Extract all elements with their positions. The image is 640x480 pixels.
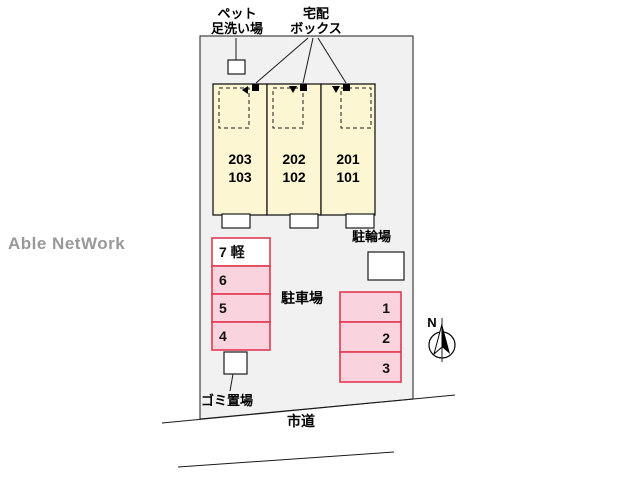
road-edge-line bbox=[161, 394, 456, 424]
delivery-box-marker bbox=[300, 84, 307, 91]
watermark: Able NetWork bbox=[8, 234, 125, 253]
road-edge-line bbox=[177, 451, 395, 468]
bicycle-parking-label: 駐輪場 bbox=[352, 229, 391, 244]
parking-space bbox=[211, 237, 271, 267]
delivery-box-label-line1: 宅配 bbox=[303, 6, 329, 21]
leader-line bbox=[229, 373, 234, 392]
delivery-box-marker bbox=[343, 84, 350, 91]
building-unit bbox=[212, 83, 268, 216]
leader-line bbox=[317, 37, 347, 84]
pet-wash-label-line2: 足洗い場 bbox=[211, 21, 263, 36]
delivery-box-annotation: 宅配 ボックス bbox=[255, 6, 347, 84]
bicycle-parking-box bbox=[367, 251, 405, 281]
building-unit bbox=[320, 83, 376, 216]
unit-number-lower: 101 bbox=[336, 169, 360, 185]
bicycle-parking: 駐輪場 bbox=[352, 229, 405, 281]
building-block: 203 103 202 102 201 101 bbox=[212, 83, 376, 229]
garbage-box bbox=[223, 351, 248, 375]
parking-space-label: 1 bbox=[382, 300, 390, 316]
parking-right-column: 1 2 3 bbox=[339, 291, 402, 383]
delivery-box-label-line2: ボックス bbox=[290, 21, 342, 36]
entrance-porch bbox=[221, 213, 251, 229]
road: 市道 bbox=[161, 394, 456, 468]
parking-space bbox=[339, 291, 402, 323]
parking-space bbox=[339, 321, 402, 353]
building-unit bbox=[266, 83, 322, 216]
arrow-left-icon bbox=[242, 86, 248, 94]
parking-left-column: 7 軽 6 5 4 bbox=[211, 237, 271, 351]
parking-space-label: 2 bbox=[382, 330, 390, 346]
compass-needle-dark bbox=[442, 324, 450, 354]
parking-space bbox=[211, 321, 271, 351]
parking-space-label: 5 bbox=[219, 300, 227, 316]
unit-balcony-outline bbox=[272, 87, 304, 129]
pet-wash-label-line1: ペット bbox=[217, 6, 256, 21]
unit-balcony-outline bbox=[218, 87, 250, 129]
parking-space-label: 6 bbox=[219, 272, 227, 288]
leader-line bbox=[255, 37, 309, 84]
garbage-label: ゴミ置場 bbox=[201, 393, 253, 408]
parking-space-label: 7 軽 bbox=[219, 244, 246, 260]
arrow-down-icon bbox=[289, 86, 297, 93]
entrance-porch bbox=[289, 213, 319, 229]
delivery-box-marker bbox=[252, 84, 259, 91]
arrow-down-icon bbox=[332, 86, 340, 93]
unit-balcony-outline bbox=[340, 87, 372, 129]
parking-space bbox=[339, 351, 402, 383]
unit-number-upper: 201 bbox=[336, 151, 360, 167]
unit-number-lower: 102 bbox=[282, 169, 306, 185]
parking-lot-label: 駐車場 bbox=[281, 290, 323, 306]
compass-needle-light bbox=[433, 323, 443, 356]
pet-wash-station-box bbox=[227, 59, 246, 75]
parking-space bbox=[211, 265, 271, 295]
leader-line bbox=[302, 37, 314, 84]
unit-number-lower: 103 bbox=[228, 169, 252, 185]
compass: N bbox=[427, 315, 456, 362]
road-label: 市道 bbox=[287, 413, 315, 429]
entrance-porch bbox=[345, 213, 375, 229]
unit-number-upper: 202 bbox=[282, 151, 306, 167]
garbage-area: ゴミ置場 bbox=[201, 351, 253, 408]
parking-space bbox=[211, 293, 271, 323]
pet-wash-annotation: ペット 足洗い場 bbox=[211, 6, 263, 75]
unit-number-upper: 203 bbox=[228, 151, 252, 167]
compass-n-label: N bbox=[427, 315, 436, 330]
parking-space-label: 4 bbox=[219, 328, 227, 344]
parking-space-label: 3 bbox=[382, 360, 390, 376]
